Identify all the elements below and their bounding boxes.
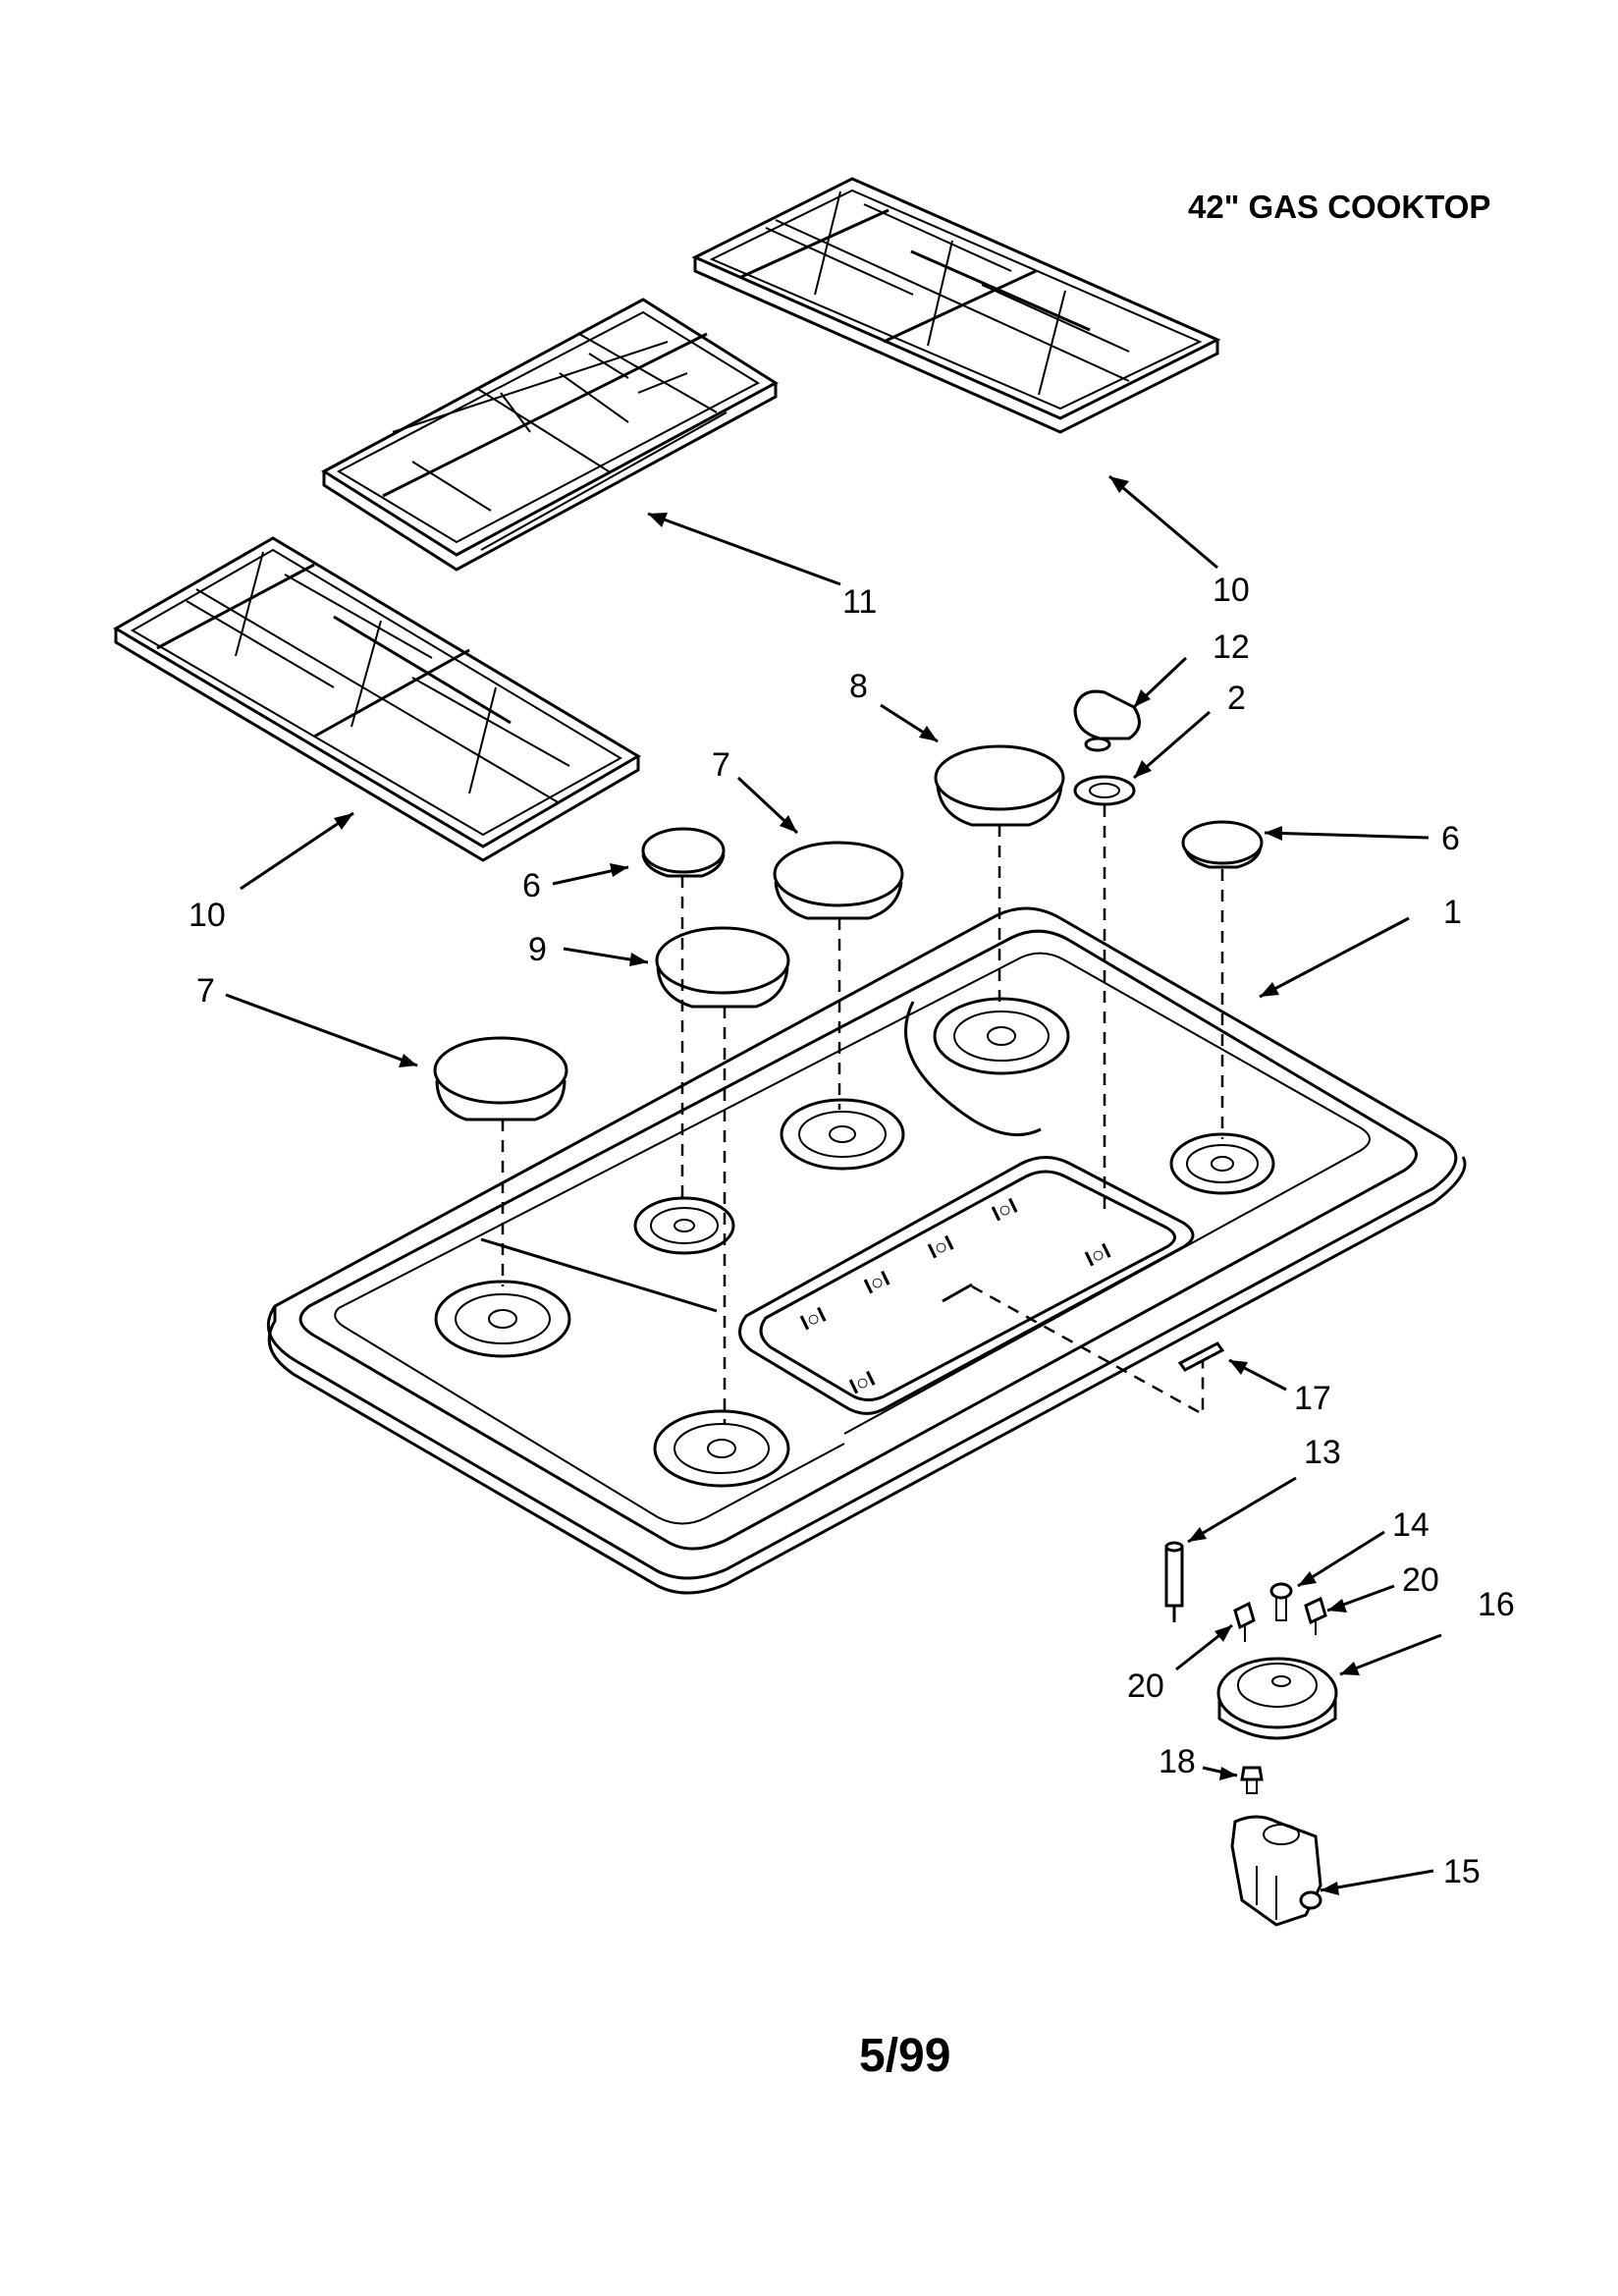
cap-8 bbox=[934, 744, 1065, 827]
diagram-title: 42" GAS COOKTOP bbox=[1188, 189, 1491, 225]
grate-10-top bbox=[691, 177, 1221, 434]
callout-8: 8 bbox=[849, 668, 868, 705]
callout-13: 13 bbox=[1304, 1434, 1341, 1471]
electrode-13 bbox=[1164, 1541, 1184, 1622]
callout-9: 9 bbox=[528, 931, 547, 968]
callout-12: 12 bbox=[1213, 629, 1250, 666]
burner-base-center bbox=[780, 1098, 905, 1171]
callout-11: 11 bbox=[842, 583, 877, 621]
callout-10-left: 10 bbox=[189, 897, 226, 934]
callout-6-right: 6 bbox=[1441, 820, 1460, 857]
callout-10-top: 10 bbox=[1213, 572, 1250, 609]
burner-caps bbox=[433, 744, 1264, 1121]
callout-20-right: 20 bbox=[1402, 1561, 1439, 1599]
callout-7-mid: 7 bbox=[712, 746, 730, 784]
callout-18: 18 bbox=[1159, 1743, 1196, 1780]
cap-6-left bbox=[641, 827, 726, 878]
burner-bases bbox=[434, 997, 1275, 1488]
callout-15: 15 bbox=[1443, 1853, 1481, 1890]
label-17 bbox=[1177, 1341, 1225, 1372]
knob-12 bbox=[1073, 689, 1141, 752]
burner-base-right bbox=[1169, 1132, 1275, 1195]
callout-20-left: 20 bbox=[1127, 1667, 1164, 1705]
leader-arrows bbox=[225, 474, 1442, 1895]
assembly-lines bbox=[501, 805, 1224, 1424]
callout-6-left: 6 bbox=[522, 867, 541, 904]
burner-16 bbox=[1216, 1657, 1338, 1740]
page-footer: 5/99 bbox=[859, 2030, 951, 2082]
screw-14 bbox=[1269, 1582, 1293, 1621]
grate-10-left bbox=[113, 536, 641, 862]
callout-14: 14 bbox=[1392, 1506, 1429, 1544]
burner-base-front-mid bbox=[653, 1409, 790, 1488]
callout-1: 1 bbox=[1443, 894, 1462, 931]
cap-7-mid bbox=[773, 841, 904, 920]
burner-base-front-left bbox=[434, 1280, 571, 1358]
callout-2: 2 bbox=[1227, 680, 1246, 717]
ring-2 bbox=[1073, 775, 1136, 806]
grate-11 bbox=[321, 298, 779, 572]
orifice-18 bbox=[1240, 1766, 1264, 1794]
cap-9 bbox=[655, 926, 790, 1009]
callout-numbers: 10 11 10 12 2 8 7 6 6 1 9 7 17 13 14 20 … bbox=[189, 572, 1515, 1890]
screw-20-right bbox=[1304, 1596, 1327, 1635]
cap-6-right bbox=[1181, 820, 1264, 869]
cap-7-left bbox=[433, 1036, 568, 1121]
burner-base-rear bbox=[933, 997, 1070, 1075]
callout-7-left: 7 bbox=[196, 972, 215, 1010]
screw-20-left bbox=[1233, 1601, 1256, 1642]
callout-17: 17 bbox=[1294, 1380, 1331, 1417]
burner-base-small bbox=[633, 1196, 735, 1255]
valve-15 bbox=[1230, 1815, 1322, 1927]
cooktop-body: I○I I○I I○I I○I I○I I○I bbox=[266, 906, 1467, 1595]
callout-16: 16 bbox=[1478, 1586, 1515, 1623]
